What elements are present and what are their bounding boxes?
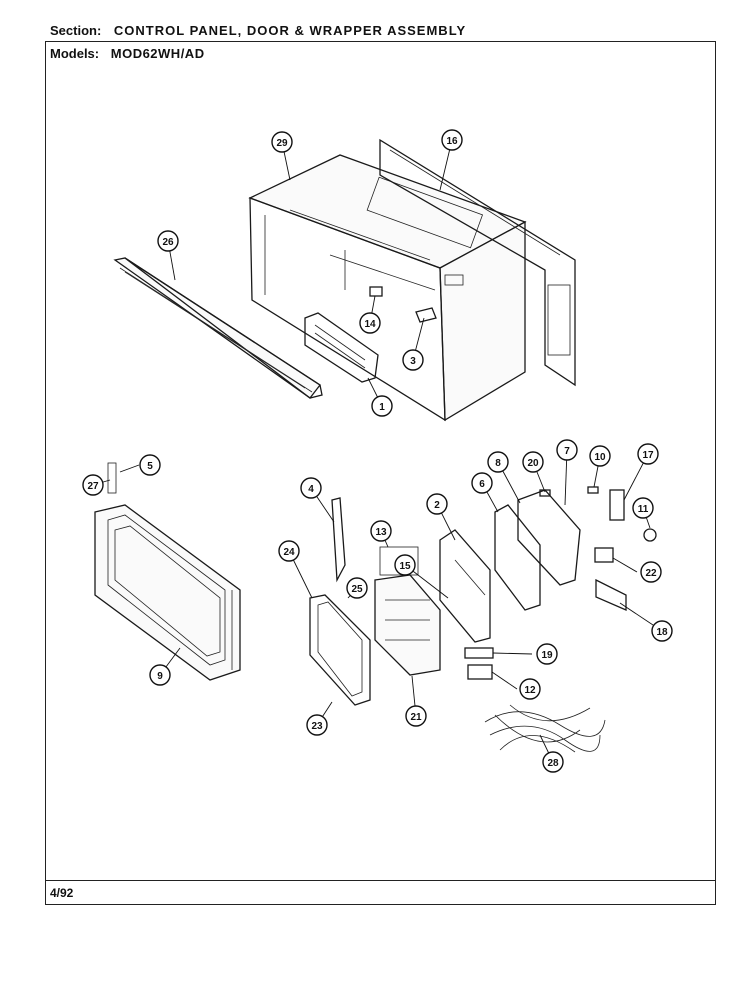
part-10 xyxy=(587,486,599,494)
callout-23: 23 xyxy=(306,714,328,736)
switch-part-11 xyxy=(643,528,657,542)
callout-8: 8 xyxy=(487,451,509,473)
svg-text:17: 17 xyxy=(642,450,654,461)
callout-11: 11 xyxy=(632,497,654,519)
svg-text:10: 10 xyxy=(594,452,606,463)
callout-15: 15 xyxy=(394,554,416,576)
callout-25: 25 xyxy=(346,577,368,599)
callout-5: 5 xyxy=(139,454,161,476)
svg-text:15: 15 xyxy=(399,561,411,572)
callout-26: 26 xyxy=(157,230,179,252)
models-value: MOD62WH/AD xyxy=(110,46,205,61)
part-19 xyxy=(464,647,494,659)
callout-14: 14 xyxy=(359,312,381,334)
door-assembly xyxy=(94,462,241,681)
section-label: Section: xyxy=(50,23,102,38)
callout-13: 13 xyxy=(370,520,392,542)
svg-text:1: 1 xyxy=(379,402,385,413)
control-panel-trim xyxy=(113,257,323,399)
vent-grille xyxy=(304,312,379,383)
svg-text:23: 23 xyxy=(311,721,323,732)
revision-date: 4/92 xyxy=(50,886,74,900)
callout-10: 10 xyxy=(589,445,611,467)
svg-text:14: 14 xyxy=(364,319,376,330)
svg-text:9: 9 xyxy=(157,671,163,682)
callout-6: 6 xyxy=(471,472,493,494)
callout-19: 19 xyxy=(536,643,558,665)
models-label: Models: xyxy=(50,46,100,61)
svg-text:7: 7 xyxy=(564,446,570,457)
back-panel xyxy=(379,138,576,387)
svg-text:8: 8 xyxy=(495,458,501,469)
callout-21: 21 xyxy=(405,705,427,727)
callout-3: 3 xyxy=(402,349,424,371)
part-22 xyxy=(594,547,614,563)
svg-text:19: 19 xyxy=(541,650,553,661)
callout-18: 18 xyxy=(651,620,673,642)
svg-text:4: 4 xyxy=(308,484,314,495)
switch-part-17 xyxy=(609,489,625,521)
part-20 xyxy=(539,489,551,497)
svg-text:27: 27 xyxy=(87,481,99,492)
svg-text:26: 26 xyxy=(162,237,174,248)
svg-text:29: 29 xyxy=(276,138,288,149)
callout-7: 7 xyxy=(556,439,578,461)
callout-12: 12 xyxy=(519,678,541,700)
clip-part-14 xyxy=(369,286,383,297)
svg-text:28: 28 xyxy=(547,758,559,769)
callout-9: 9 xyxy=(149,664,171,686)
models-row: Models: MOD62WH/AD xyxy=(50,46,205,61)
callout-17: 17 xyxy=(637,443,659,465)
callout-28: 28 xyxy=(542,751,564,773)
svg-text:12: 12 xyxy=(524,685,536,696)
svg-text:3: 3 xyxy=(410,356,416,367)
hinge-bracket xyxy=(331,497,346,583)
svg-text:25: 25 xyxy=(351,584,363,595)
keypad-membrane xyxy=(374,546,441,676)
plate-part-18 xyxy=(595,578,627,611)
svg-text:5: 5 xyxy=(147,461,153,472)
section-header: Section: CONTROL PANEL, DOOR & WRAPPER A… xyxy=(50,23,466,38)
section-title: CONTROL PANEL, DOOR & WRAPPER ASSEMBLY xyxy=(113,23,467,38)
part-12 xyxy=(467,664,493,680)
svg-text:20: 20 xyxy=(527,458,539,469)
control-board-bracket xyxy=(439,489,581,643)
callout-27: 27 xyxy=(82,474,104,496)
callout-2: 2 xyxy=(426,493,448,515)
callout-1: 1 xyxy=(371,395,393,417)
svg-text:24: 24 xyxy=(283,547,295,558)
svg-text:6: 6 xyxy=(479,479,485,490)
callout-20: 20 xyxy=(522,451,544,473)
callout-16: 16 xyxy=(441,129,463,151)
svg-text:2: 2 xyxy=(434,500,440,511)
svg-text:21: 21 xyxy=(410,712,422,723)
diagram-frame xyxy=(45,41,716,905)
callout-29: 29 xyxy=(271,131,293,153)
bracket-part-3 xyxy=(415,307,437,323)
svg-text:13: 13 xyxy=(375,527,387,538)
footer-divider xyxy=(45,880,716,881)
svg-text:16: 16 xyxy=(446,136,458,147)
callout-4: 4 xyxy=(300,477,322,499)
callout-24: 24 xyxy=(278,540,300,562)
callout-22: 22 xyxy=(640,561,662,583)
svg-text:18: 18 xyxy=(656,627,668,638)
wire-harness xyxy=(484,704,606,753)
wrapper-cabinet xyxy=(248,154,527,422)
svg-text:11: 11 xyxy=(638,504,649,515)
door-frame xyxy=(309,594,371,706)
svg-text:22: 22 xyxy=(645,568,657,579)
